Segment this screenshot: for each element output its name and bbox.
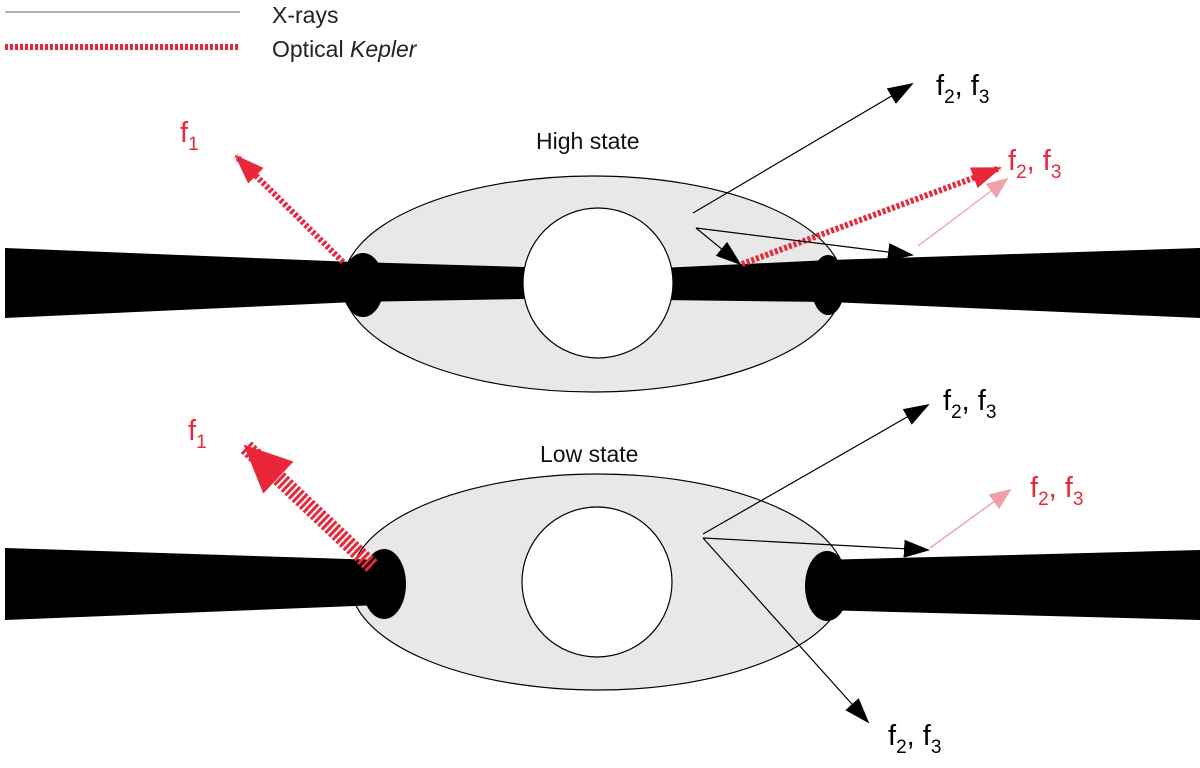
legend-optical-label: Optical Kepler bbox=[272, 36, 418, 62]
legend: X-rays Optical Kepler bbox=[5, 2, 418, 62]
high-f2f3-top-label: f2, f3 bbox=[936, 70, 989, 108]
low-f2f3-right-label: f2, f3 bbox=[1030, 472, 1083, 510]
low-optical-left-arrow bbox=[239, 440, 378, 572]
low-optical-light-arrow bbox=[929, 488, 1012, 549]
low-f1-left-label: f1 bbox=[188, 415, 207, 453]
legend-optical-italic: Kepler bbox=[350, 36, 418, 62]
legend-xray-label: X-rays bbox=[272, 2, 338, 28]
high-xray-down-arrow bbox=[695, 227, 742, 266]
low-state-title: Low state bbox=[540, 441, 638, 467]
high-f1-left-label: f1 bbox=[180, 117, 199, 155]
low-inner-hole bbox=[521, 506, 673, 658]
high-disk-left bbox=[5, 248, 525, 318]
high-inner-hole bbox=[522, 207, 674, 359]
low-xray-right-arrow bbox=[702, 537, 930, 558]
high-optical-light-arrow bbox=[917, 177, 1009, 247]
high-disk-left-bulge bbox=[342, 253, 384, 317]
high-state-title: High state bbox=[536, 128, 640, 154]
high-optical-left-arrow bbox=[233, 153, 346, 265]
high-optical-right-arrow bbox=[740, 165, 1002, 267]
legend-optical-prefix: Optical bbox=[272, 36, 350, 62]
low-f2f3-top-label: f2, f3 bbox=[943, 385, 996, 423]
low-disk-left bbox=[5, 548, 380, 620]
low-xray-down-arrow bbox=[702, 537, 870, 724]
low-state-panel: Low state f1 f2, f3 f2, f3 f2, f3 bbox=[5, 385, 1200, 758]
high-state-panel: High state f1 f2, f3 f2, f3 bbox=[5, 70, 1200, 393]
high-xray-right-arrow bbox=[695, 227, 914, 261]
high-xray-up-arrow bbox=[692, 82, 914, 214]
high-f2f3-right-label: f2, f3 bbox=[1008, 145, 1061, 183]
low-disk-right-bulge bbox=[805, 551, 849, 621]
low-xray-up-arrow bbox=[702, 404, 930, 535]
high-disk-right bbox=[660, 248, 1200, 318]
low-disk-left-bulge bbox=[362, 549, 406, 619]
low-disk-right bbox=[820, 550, 1200, 620]
low-f2f3-bottom-label: f2, f3 bbox=[888, 720, 941, 758]
high-disk-right-bulge bbox=[811, 255, 845, 315]
